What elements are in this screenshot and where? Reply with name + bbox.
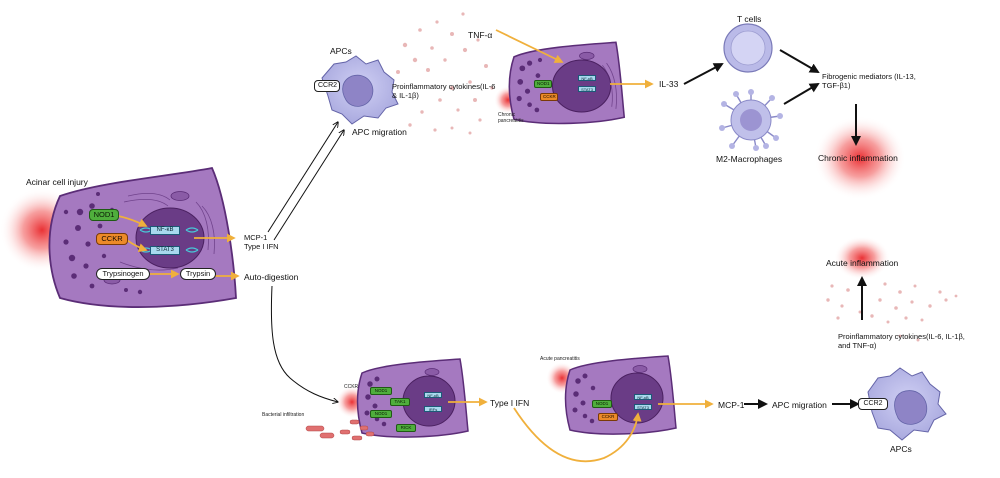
- ccr2-top-pill: CCR2: [314, 80, 340, 92]
- m2-macrophages-label: M2-Macrophages: [716, 154, 783, 164]
- chronic-inflammation-glow: [814, 116, 906, 200]
- mcp1-type1-label: MCP-1 Type I IFN: [244, 233, 279, 251]
- apc-top: [321, 55, 399, 125]
- apcs-top-label: APCs: [330, 46, 352, 56]
- il33-label: IL-33: [659, 79, 679, 89]
- bact-cckr-label: CCKR: [344, 384, 359, 390]
- acute-cckr-pill: CCKR: [598, 413, 618, 421]
- apc-migration-bottom-label: APC migration: [772, 400, 827, 410]
- bact-nod1-b-pill: NOD1: [370, 410, 392, 418]
- fibrogenic-label: Fibrogenic mediators (IL-13, TGF-β1): [822, 72, 916, 90]
- main-nfkb-box: NF-κB: [150, 226, 180, 235]
- bacterial-infiltration-label: Bacterial infiltration: [262, 412, 305, 418]
- acute-nod1-pill: NOD1: [592, 400, 612, 408]
- trypsinogen-pill: Trypsinogen: [96, 268, 150, 280]
- apcs-bottom-label: APCs: [890, 444, 912, 454]
- chronic-inflammation-label: Chronic inflammation: [818, 153, 898, 163]
- apc-bottom: [867, 367, 947, 441]
- bact-nod1-a-pill: NOD1: [370, 387, 392, 395]
- chronic-stat3-box: STAT3: [578, 86, 596, 92]
- acute-pancreatitis-label: Acute pancreatitis: [540, 356, 580, 362]
- acute-cell: [564, 355, 677, 435]
- acute-nfkb-box: NF-κB: [634, 394, 652, 400]
- chronic-pancreatitis-label: Chronic pancreatitis: [498, 112, 524, 124]
- acute-inflammation-label: Acute inflammation: [826, 258, 899, 268]
- proinflam-top-label: Proinflammatory cytokines(IL-6 & IL-1β): [392, 82, 496, 100]
- trypsin-pill: Trypsin: [180, 268, 216, 280]
- bact-rick-pill: RICK: [396, 424, 416, 432]
- chronic-cckr-pill: CCKR: [540, 93, 558, 101]
- tnf-alpha-label: TNF-α: [468, 30, 493, 40]
- migration-lines: [267, 122, 344, 402]
- main-stat3-box: STAT3: [150, 246, 180, 255]
- chronic-nfkb-box: NF-κB: [578, 75, 596, 81]
- bact-tak1-pill: TAK1: [390, 398, 410, 406]
- acinar-injury-label: Acinar cell injury: [26, 177, 88, 187]
- t-cells-label: T cells: [737, 14, 762, 24]
- proinflam-bottom-label: Proinflammatory cytokines(IL-6, IL-1β, a…: [838, 332, 965, 350]
- orange-arrows: [117, 29, 714, 463]
- bacteria: [305, 419, 375, 441]
- bact-nfkb-box: NF-κB: [424, 392, 442, 398]
- apc-migration-top-label: APC migration: [352, 127, 407, 137]
- auto-digestion-label: Auto-digestion: [244, 272, 299, 282]
- type1-ifn-bottom-label: Type I IFN: [490, 398, 530, 408]
- t-cell: [723, 23, 773, 73]
- black-arrows: [683, 49, 867, 409]
- mcp1-bottom-label: MCP-1: [718, 400, 745, 410]
- ccr2-bottom-pill: CCR2: [858, 398, 888, 410]
- m2-macrophage: [719, 89, 783, 151]
- bact-irf-box: IRFs: [424, 406, 442, 412]
- chronic-nod1-pill: NOD1: [534, 80, 552, 88]
- main-cckr-pill: CCKR: [96, 233, 128, 245]
- cytokine-dots-bottom: [826, 282, 958, 342]
- acute-stat3-box: STAT3: [634, 404, 652, 410]
- main-nod1-pill: NOD1: [89, 209, 119, 221]
- acute-inflammation-glow: [834, 236, 890, 280]
